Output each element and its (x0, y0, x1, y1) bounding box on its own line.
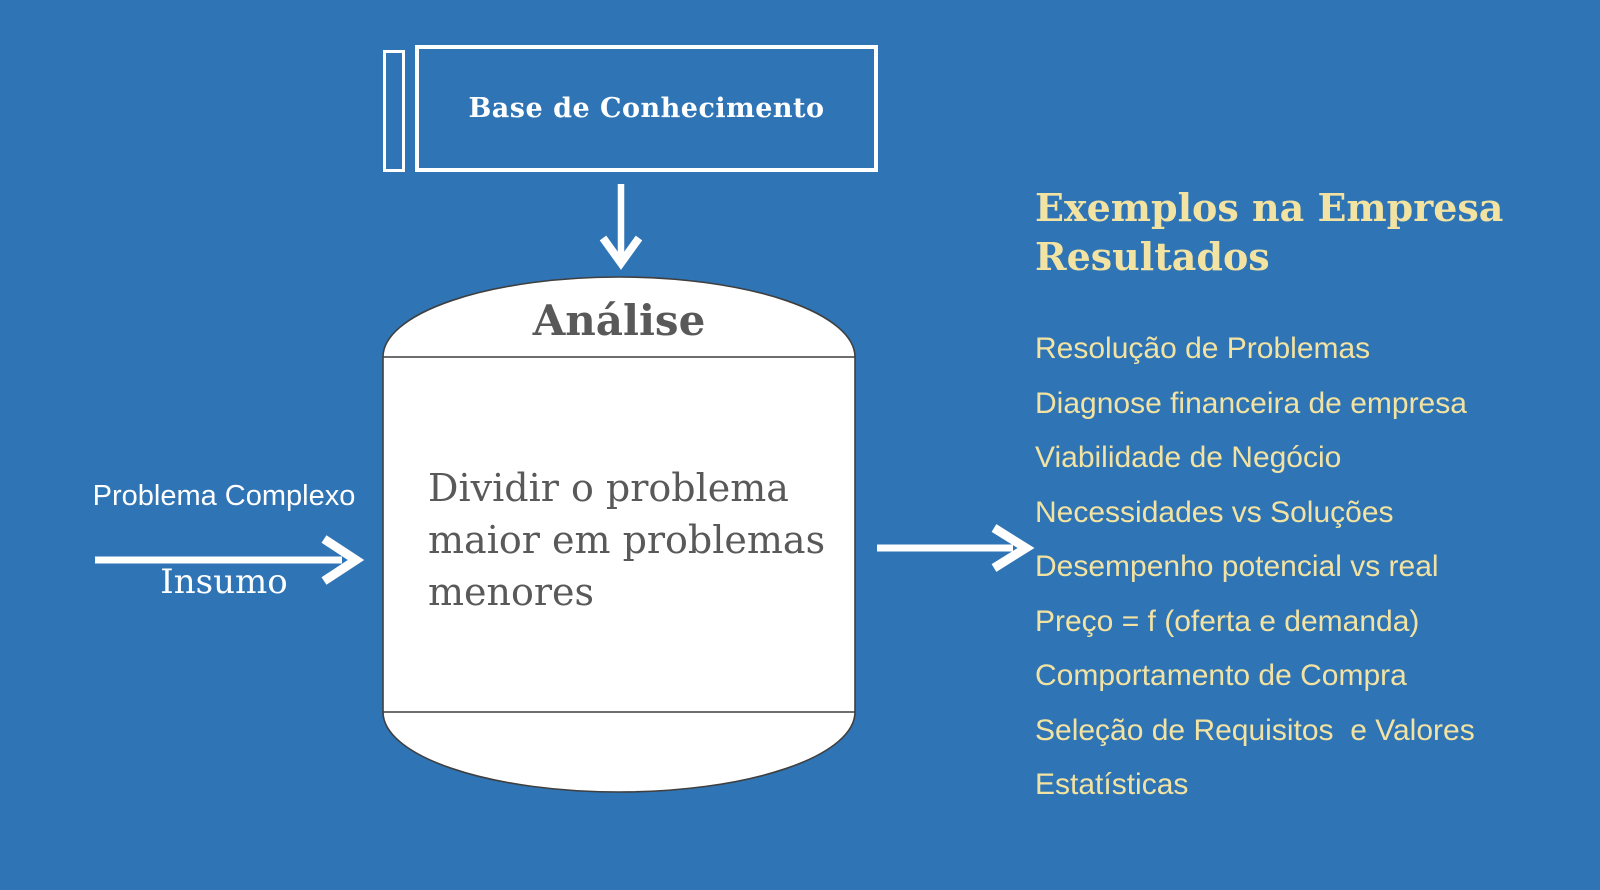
arrow-down-icon (599, 184, 643, 270)
results-heading: Exemplos na Empresa Resultados (1035, 183, 1575, 281)
knowledge-base-box: Base de Conhecimento (415, 45, 878, 172)
knowledge-base-side-tab (383, 50, 405, 172)
result-item: Seleção de Requisitos e Valores (1035, 713, 1475, 747)
result-item: Viabilidade de Negócio (1035, 441, 1342, 474)
output-arrow-right-icon (877, 524, 1035, 572)
input-label-problema-complexo: Problema Complexo (92, 480, 356, 512)
results-heading-line1: Exemplos na Empresa (1035, 185, 1504, 230)
result-item: Comportamento de Compra (1035, 659, 1407, 692)
analysis-cylinder-shape (382, 276, 856, 793)
analysis-description: Dividir o problema maior em problemas me… (428, 466, 826, 614)
result-item: Estatísticas (1035, 768, 1189, 801)
result-item: Necessidades vs Soluções (1035, 495, 1394, 529)
result-item: Diagnose financeira de empresa (1035, 386, 1467, 420)
input-label-insumo: Insumo (160, 562, 288, 602)
result-item: Preço = f (oferta e demanda) (1035, 604, 1420, 638)
results-heading-line2: Resultados (1035, 234, 1270, 279)
analysis-title: Análise (532, 296, 706, 345)
input-arrow-right-icon (95, 535, 365, 585)
result-item: Resolução de Problemas (1035, 332, 1371, 365)
knowledge-base-label: Base de Conhecimento (468, 93, 825, 124)
result-item: Desempenho potencial vs real (1035, 550, 1439, 583)
results-list: Resolução de Problemas Diagnose financei… (1035, 322, 1595, 813)
